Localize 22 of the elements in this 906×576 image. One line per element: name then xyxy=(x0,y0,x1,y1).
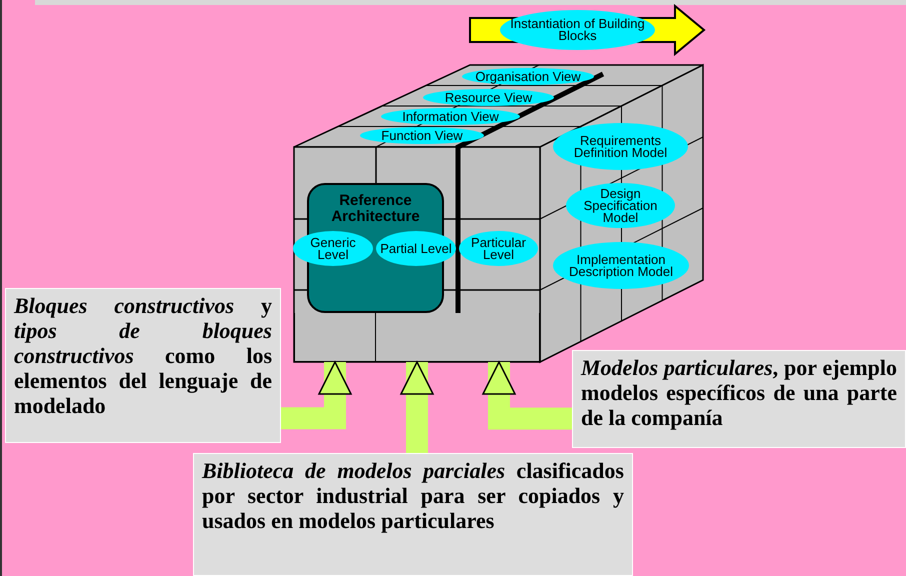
description-text: Biblioteca de modelos parciales clasificados por sector industrial para ser copiados y usados en modelos particulares xyxy=(202,458,624,533)
model-label: Implementation Description Model xyxy=(568,254,674,278)
ellipse-label: Instantiation of Building Blocks xyxy=(509,18,646,42)
arrow xyxy=(281,361,352,430)
model-label: Design Specification Model xyxy=(582,188,658,224)
view-label: Information View xyxy=(401,110,500,122)
level-label: Particular Level xyxy=(470,236,527,260)
text-box xyxy=(193,453,633,576)
text-box xyxy=(572,350,906,448)
cube-cell xyxy=(294,313,376,362)
view-label: Function View xyxy=(380,130,464,142)
arrow xyxy=(400,361,434,453)
view-label: Resource View xyxy=(444,92,534,104)
description-text: Modelos particulares, por ejemplo modelos específicos de una parte de la companía xyxy=(581,355,897,430)
cube-cell xyxy=(376,313,458,362)
architecture-title: Reference Architecture xyxy=(330,193,421,225)
view-label: Organisation View xyxy=(474,70,582,82)
description-text: Bloques constructivos y tipos de bloques constructivos como los elementos del lenguaje de modelado xyxy=(14,293,272,418)
text-box xyxy=(5,288,281,443)
level-label: Generic Level xyxy=(309,236,357,260)
model-label: Requirements Definition Model xyxy=(572,134,668,158)
level-label: Partial Level xyxy=(379,242,453,254)
